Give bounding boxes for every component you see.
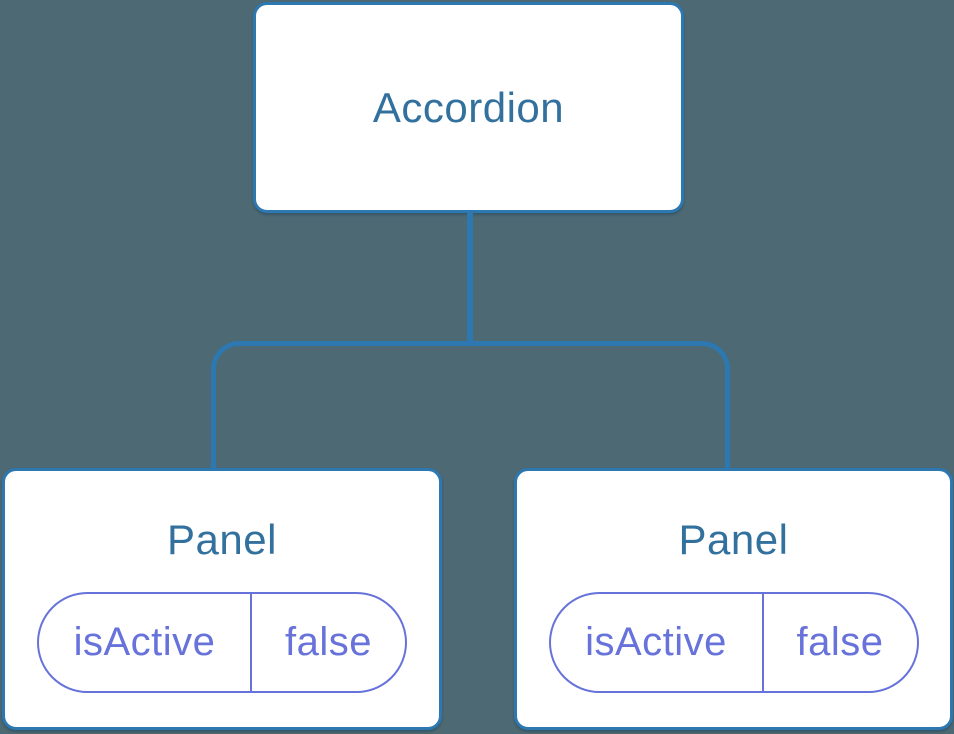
node-accordion: Accordion	[253, 2, 684, 213]
connector-root-stem	[467, 211, 473, 345]
state-pill-right: isActive false	[548, 592, 919, 693]
state-key-label: isActive	[551, 594, 764, 691]
state-value-label: false	[285, 620, 372, 664]
node-panel-left-label: Panel	[167, 516, 277, 563]
state-value-label: false	[796, 620, 884, 664]
node-panel-right: Panel isActive false	[514, 468, 953, 730]
connector-branch-bracket	[211, 341, 730, 470]
node-panel-left: Panel isActive false	[2, 468, 442, 730]
node-accordion-label: Accordion	[372, 83, 565, 131]
state-key-label: isActive	[39, 594, 252, 691]
node-panel-right-label: Panel	[678, 516, 789, 563]
state-pill-left: isActive false	[37, 592, 407, 693]
